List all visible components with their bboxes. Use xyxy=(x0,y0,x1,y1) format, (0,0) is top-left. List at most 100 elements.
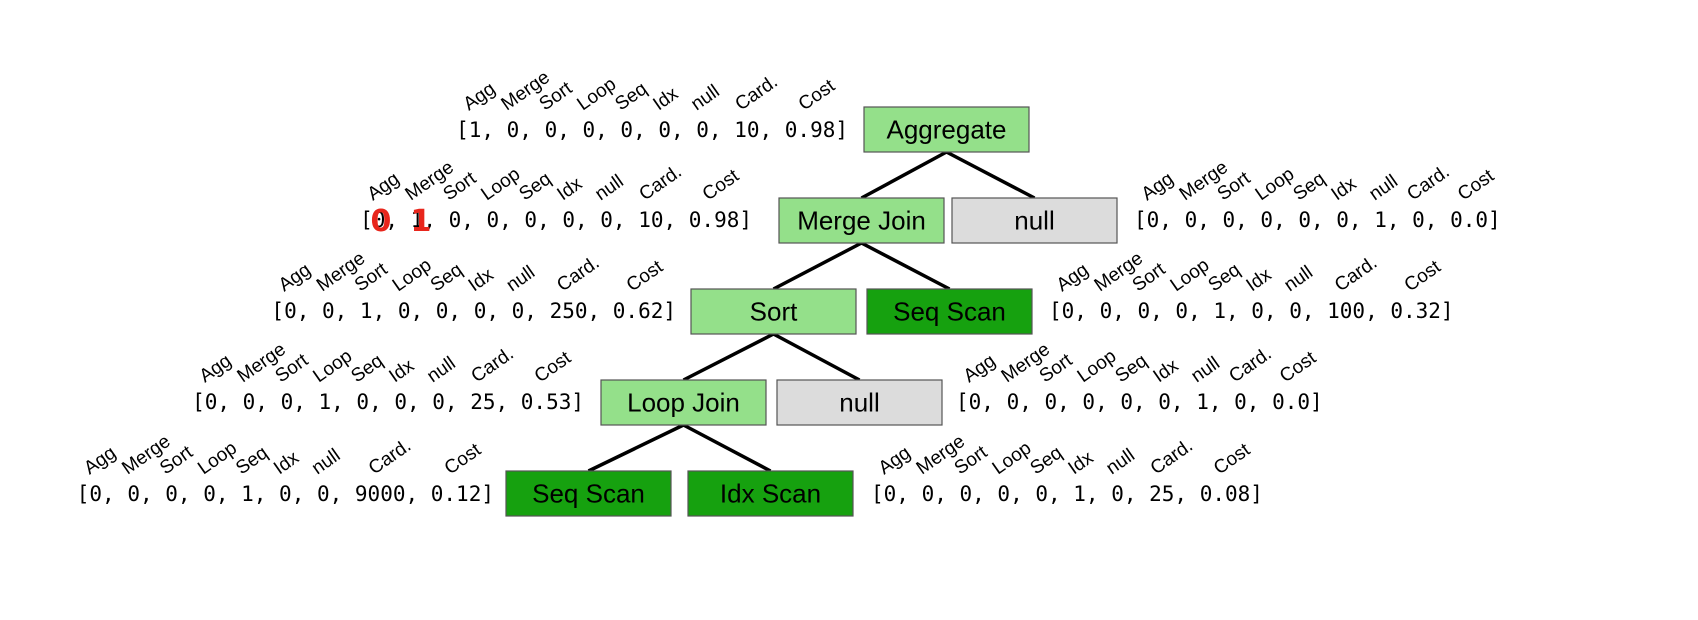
vector-header-seq: Seq xyxy=(347,350,387,387)
vector-header-loop: Loop xyxy=(389,255,436,296)
vector-header-loop: Loop xyxy=(1167,255,1214,296)
vector-header-cost: Cost xyxy=(1210,439,1255,479)
vector-header-idx: Idx xyxy=(553,173,586,205)
tree-edge xyxy=(860,241,951,291)
vector-header-cost: Cost xyxy=(623,256,668,296)
vector-header-loop: Loop xyxy=(989,438,1036,479)
node-label: Loop Join xyxy=(627,388,740,418)
vector-header-cost: Cost xyxy=(1454,165,1499,205)
feature-vector-text: [0, 0, 1, 0, 0, 0, 0, 250, 0.62] xyxy=(271,299,676,323)
vector-null-1: [0, 0, 0, 0, 0, 0, 1, 0, 0.0]AggMergeSor… xyxy=(1134,157,1501,232)
vector-loop-join: [0, 0, 0, 1, 0, 0, 0, 25, 0.53]AggMergeS… xyxy=(192,339,584,414)
vector-header-seq: Seq xyxy=(515,168,555,205)
tree-edge xyxy=(945,150,1036,200)
vector-header-cost: Cost xyxy=(531,347,576,387)
vector-header-idx: Idx xyxy=(385,355,418,387)
correction-mark: 1 xyxy=(410,204,431,239)
vector-header-agg: Agg xyxy=(80,442,120,479)
vector-header-idx: Idx xyxy=(1243,264,1276,296)
vector-header-loop: Loop xyxy=(309,346,356,387)
feature-vector-text: [0, 0, 0, 0, 0, 0, 1, 0, 0.0] xyxy=(1134,208,1501,232)
node-label: Idx Scan xyxy=(720,479,821,509)
node-box xyxy=(863,106,1030,153)
tree-edge xyxy=(772,332,861,382)
vector-header-card: Card. xyxy=(365,435,415,479)
feature-vectors: [1, 0, 0, 0, 0, 0, 0, 10, 0.98]AggMergeS… xyxy=(77,67,1501,506)
node-box xyxy=(505,470,672,517)
vector-header-cost: Cost xyxy=(795,75,840,115)
vector-header-seq: Seq xyxy=(611,78,651,115)
vector-header-agg: Agg xyxy=(460,78,500,115)
tree-edge xyxy=(772,241,863,291)
vector-idx-scan: [0, 0, 0, 0, 0, 1, 0, 25, 0.08]AggMergeS… xyxy=(871,431,1263,506)
vector-header-seq: Seq xyxy=(1205,259,1245,296)
node-box xyxy=(866,288,1033,335)
feature-vector-text: [0, 1, 0, 0, 0, 0, 0, 10, 0.98] xyxy=(360,208,752,232)
vector-header-idx: Idx xyxy=(465,264,498,296)
vector-header-cost: Cost xyxy=(441,439,486,479)
node-idx-scan: Idx Scan xyxy=(687,470,854,517)
vector-header-null: null xyxy=(1365,171,1401,205)
vector-header-card: Card. xyxy=(636,161,686,205)
vector-header-null: null xyxy=(1102,445,1138,479)
vector-header-agg: Agg xyxy=(960,350,1000,387)
vector-header-loop: Loop xyxy=(477,164,524,205)
tree-edge xyxy=(682,423,772,473)
vector-header-seq: Seq xyxy=(1290,168,1330,205)
node-null-2: null xyxy=(776,379,943,426)
tree-edge xyxy=(587,423,685,473)
vector-header-card: Card. xyxy=(1225,343,1275,387)
node-seq-scan-2: Seq Scan xyxy=(505,470,672,517)
vector-header-idx: Idx xyxy=(649,83,682,115)
vector-header-agg: Agg xyxy=(364,168,404,205)
vector-header-null: null xyxy=(1187,353,1223,387)
vector-header-agg: Agg xyxy=(275,259,315,296)
node-merge-join: Merge Join xyxy=(778,197,945,244)
node-aggregate: Aggregate xyxy=(863,106,1030,153)
vector-header-card: Card. xyxy=(1403,161,1453,205)
feature-vector-text: [0, 0, 0, 0, 1, 0, 0, 9000, 0.12] xyxy=(77,482,494,506)
vector-header-agg: Agg xyxy=(875,442,915,479)
node-sort: Sort xyxy=(690,288,857,335)
vector-header-seq: Seq xyxy=(232,442,272,479)
vector-header-seq: Seq xyxy=(427,259,467,296)
feature-vector-text: [1, 0, 0, 0, 0, 0, 0, 10, 0.98] xyxy=(456,118,848,142)
vector-header-agg: Agg xyxy=(1138,168,1178,205)
node-label: Aggregate xyxy=(887,115,1007,145)
vector-null-2: [0, 0, 0, 0, 0, 0, 1, 0, 0.0]AggMergeSor… xyxy=(956,339,1323,414)
feature-vector-text: [0, 0, 0, 1, 0, 0, 0, 25, 0.53] xyxy=(192,390,584,414)
node-box xyxy=(778,197,945,244)
node-box xyxy=(687,470,854,517)
node-box xyxy=(600,379,767,426)
vector-header-null: null xyxy=(423,353,459,387)
node-label: null xyxy=(1014,206,1054,236)
node-loop-join: Loop Join xyxy=(600,379,767,426)
vector-sort: [0, 0, 1, 0, 0, 0, 0, 250, 0.62]AggMerge… xyxy=(271,248,676,323)
vector-header-card: Card. xyxy=(732,71,782,115)
node-label: Sort xyxy=(750,297,798,327)
vector-header-idx: Idx xyxy=(1150,355,1183,387)
vector-header-idx: Idx xyxy=(270,447,303,479)
vector-header-cost: Cost xyxy=(1276,347,1321,387)
node-box xyxy=(951,197,1118,244)
vector-seq-scan-2: [0, 0, 0, 0, 1, 0, 0, 9000, 0.12]AggMerg… xyxy=(77,431,494,506)
node-label: Seq Scan xyxy=(893,297,1006,327)
node-label: Merge Join xyxy=(797,206,926,236)
tree-edges xyxy=(587,150,1036,473)
node-label: null xyxy=(839,388,879,418)
vector-header-loop: Loop xyxy=(573,74,620,115)
vector-header-null: null xyxy=(687,81,723,115)
vector-header-card: Card. xyxy=(468,343,518,387)
vector-header-idx: Idx xyxy=(1328,173,1361,205)
vector-header-cost: Cost xyxy=(699,165,744,205)
vector-header-null: null xyxy=(1280,262,1316,296)
node-label: Seq Scan xyxy=(532,479,645,509)
vector-header-loop: Loop xyxy=(1074,346,1121,387)
vector-seq-scan-1: [0, 0, 0, 0, 1, 0, 0, 100, 0.32]AggMerge… xyxy=(1049,248,1454,323)
node-seq-scan-1: Seq Scan xyxy=(866,288,1033,335)
tree-edge xyxy=(860,150,948,200)
correction-mark: 0 xyxy=(371,204,392,239)
